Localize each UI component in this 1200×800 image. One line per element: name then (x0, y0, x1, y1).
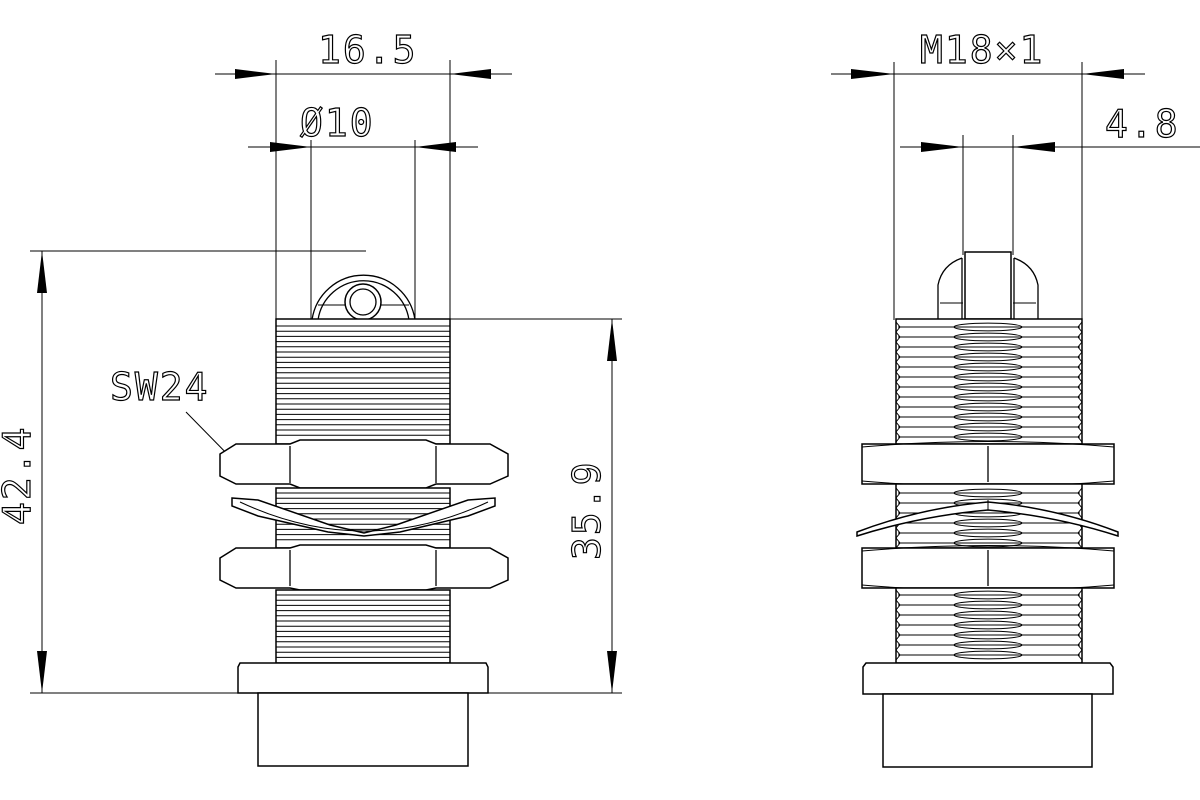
dimension-roller-width: 4.8 (900, 101, 1200, 255)
dimension-overall-width: 16.5 (215, 27, 512, 320)
dim-label-42-4: 42.4 (0, 425, 39, 525)
hex-nut-upper-side (861, 441, 1115, 487)
threaded-body-upper-side (895, 318, 1083, 445)
hex-nut-upper (219, 439, 509, 489)
right-view: M18×1 4.8 (831, 27, 1200, 768)
roller-side (937, 251, 1039, 320)
dimension-thread-size: M18×1 (831, 27, 1145, 320)
base-flange (237, 662, 489, 694)
wrench-size-callout: SW24 (109, 364, 239, 466)
spring-washer-side (856, 500, 1119, 538)
threaded-body-upper (275, 318, 451, 445)
threaded-body-lower (275, 589, 451, 664)
dim-label-4-8: 4.8 (1105, 102, 1180, 146)
roller (311, 274, 416, 321)
base-flange-side (862, 662, 1114, 695)
threaded-body-lower-side (895, 587, 1083, 664)
hex-nut-lower-side (861, 545, 1115, 591)
dimension-thread-height: 35.9 (450, 318, 622, 694)
dim-label-16-5: 16.5 (318, 28, 418, 72)
base-cylinder-side (882, 693, 1093, 768)
hex-nut-lower (219, 544, 509, 591)
spring-washer (231, 497, 496, 537)
dim-label-m18x1: M18×1 (920, 28, 1044, 72)
dimension-roller-diameter: Ø10 (248, 100, 478, 320)
dimension-total-height: 42.4 (0, 250, 366, 694)
dim-label-diameter-10: Ø10 (300, 101, 375, 145)
dim-label-sw24: SW24 (110, 365, 210, 409)
left-view: 16.5 Ø10 42.4 35.9 (0, 27, 622, 767)
dim-label-35-9: 35.9 (565, 460, 609, 560)
base-cylinder (257, 692, 469, 767)
